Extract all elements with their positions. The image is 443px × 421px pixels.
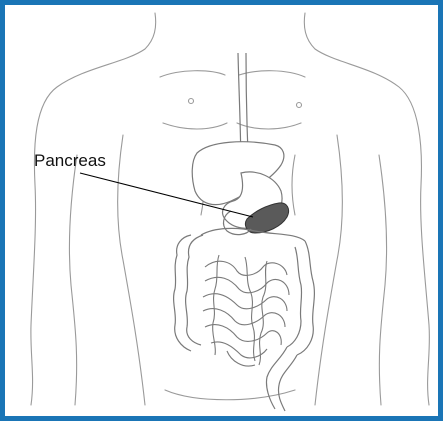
pancreas-label: Pancreas (34, 151, 106, 171)
anatomy-illustration (5, 5, 443, 421)
small-intestine (203, 255, 289, 366)
large-intestine (174, 228, 315, 411)
